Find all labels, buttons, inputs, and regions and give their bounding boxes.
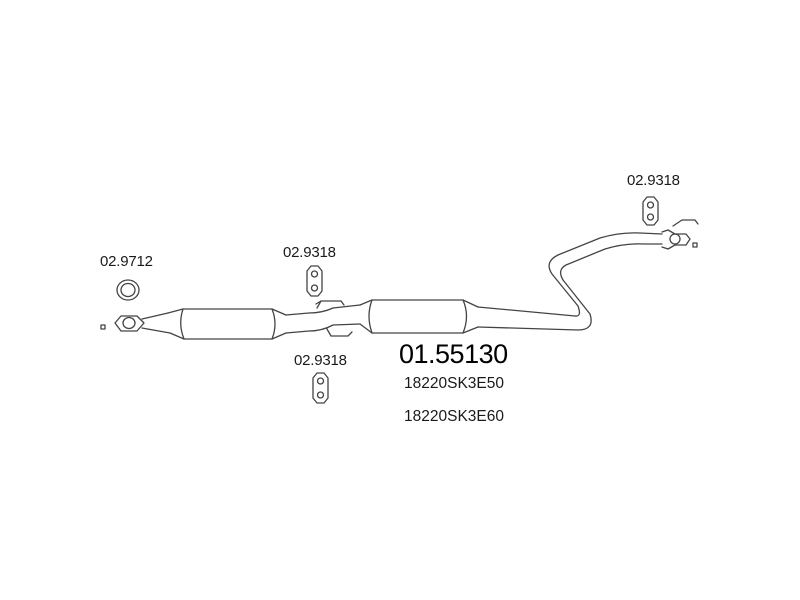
- rear-flange: [661, 219, 699, 250]
- front-flange: [100, 315, 145, 332]
- rubber-hanger-upper-mid-part: [306, 265, 323, 297]
- hanger-lower-mid-label: 02.9318: [294, 352, 347, 369]
- center-muffler: [359, 299, 479, 334]
- front-silencer: [167, 308, 287, 340]
- inlet-pipe: [141, 312, 171, 334]
- oem-number-2: 18220SK3E60: [404, 408, 504, 425]
- gasket-ring-label: 02.9712: [100, 253, 153, 270]
- tail-pipe: [477, 232, 663, 331]
- pipe-hanger-bracket-upper: [315, 300, 345, 309]
- hanger-rear-label: 02.9318: [627, 172, 680, 189]
- hanger-upper-mid-label: 02.9318: [283, 244, 336, 261]
- oem-number-1: 18220SK3E50: [404, 375, 504, 392]
- main-part-number: 01.55130: [399, 339, 508, 369]
- rubber-hanger-rear-part: [642, 196, 659, 226]
- middle-pipe: [285, 304, 361, 334]
- rubber-hanger-lower-mid-part: [312, 372, 329, 404]
- pipe-hanger-bracket-lower: [326, 328, 353, 337]
- gasket-ring-part: [116, 279, 140, 301]
